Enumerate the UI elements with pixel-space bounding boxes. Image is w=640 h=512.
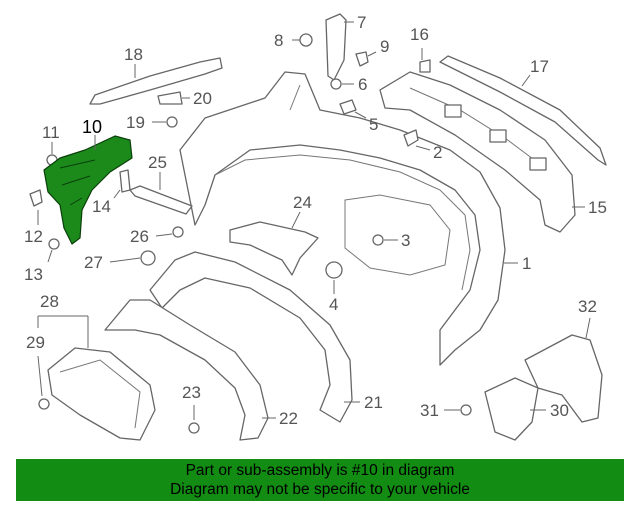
callout-19: 19 xyxy=(126,113,145,132)
callout-24: 24 xyxy=(293,193,312,212)
callout-6: 6 xyxy=(358,75,367,94)
part-22-trim[interactable] xyxy=(104,299,269,441)
part-15-absorber[interactable] xyxy=(379,71,576,233)
info-banner: Part or sub-assembly is #10 in diagram D… xyxy=(16,459,624,501)
callout-29: 29 xyxy=(26,333,45,352)
part-25-plate[interactable] xyxy=(129,185,193,215)
callout-23: 23 xyxy=(182,383,201,402)
part-17-strip[interactable] xyxy=(439,55,607,166)
callout-5: 5 xyxy=(369,115,378,134)
callout-18: 18 xyxy=(124,45,143,64)
callout-14: 14 xyxy=(92,197,111,216)
callout-20: 20 xyxy=(193,89,212,108)
callout-25: 25 xyxy=(148,153,167,172)
banner-line-2: Diagram may not be specific to your vehi… xyxy=(170,481,470,498)
callout-11: 11 xyxy=(42,123,60,142)
callout-4: 4 xyxy=(329,295,338,314)
callout-9: 9 xyxy=(380,37,389,56)
callout-32: 32 xyxy=(578,297,597,316)
callout-13: 13 xyxy=(24,265,43,284)
part-30-bracket[interactable] xyxy=(484,377,539,441)
callout-22: 22 xyxy=(279,409,298,428)
callout-15: 15 xyxy=(588,198,607,217)
callout-16: 16 xyxy=(410,25,429,44)
part-7-bracket[interactable] xyxy=(325,13,347,81)
callout-30: 30 xyxy=(550,401,569,420)
callout-3: 3 xyxy=(401,231,410,250)
callout-17: 17 xyxy=(530,57,549,76)
callout-7: 7 xyxy=(357,13,366,32)
callout-10: 10 xyxy=(82,117,102,137)
fasteners xyxy=(29,33,472,434)
part-21-trim[interactable] xyxy=(149,251,353,423)
callout-2: 2 xyxy=(433,143,442,162)
callout-21: 21 xyxy=(364,393,383,412)
callout-labels: 1 2 3 4 5 6 7 8 9 10 11 12 13 14 15 16 1… xyxy=(24,13,607,428)
callout-1: 1 xyxy=(522,254,531,273)
callout-12: 12 xyxy=(24,227,43,246)
callout-26: 26 xyxy=(130,227,149,246)
part-1-bumper-cover[interactable] xyxy=(179,71,506,366)
callout-28: 28 xyxy=(40,292,59,311)
callout-31: 31 xyxy=(420,401,439,420)
part-28-panel[interactable] xyxy=(47,347,156,441)
part-10-highlighted-bracket[interactable] xyxy=(43,135,133,245)
callout-8: 8 xyxy=(274,31,283,50)
part-18-bracket[interactable] xyxy=(89,57,223,105)
callout-27: 27 xyxy=(84,253,103,272)
part-32-panel[interactable] xyxy=(524,334,603,423)
banner-line-1: Part or sub-assembly is #10 in diagram xyxy=(185,462,455,479)
leader-lines xyxy=(37,21,591,420)
part-24-shield[interactable] xyxy=(229,221,319,276)
